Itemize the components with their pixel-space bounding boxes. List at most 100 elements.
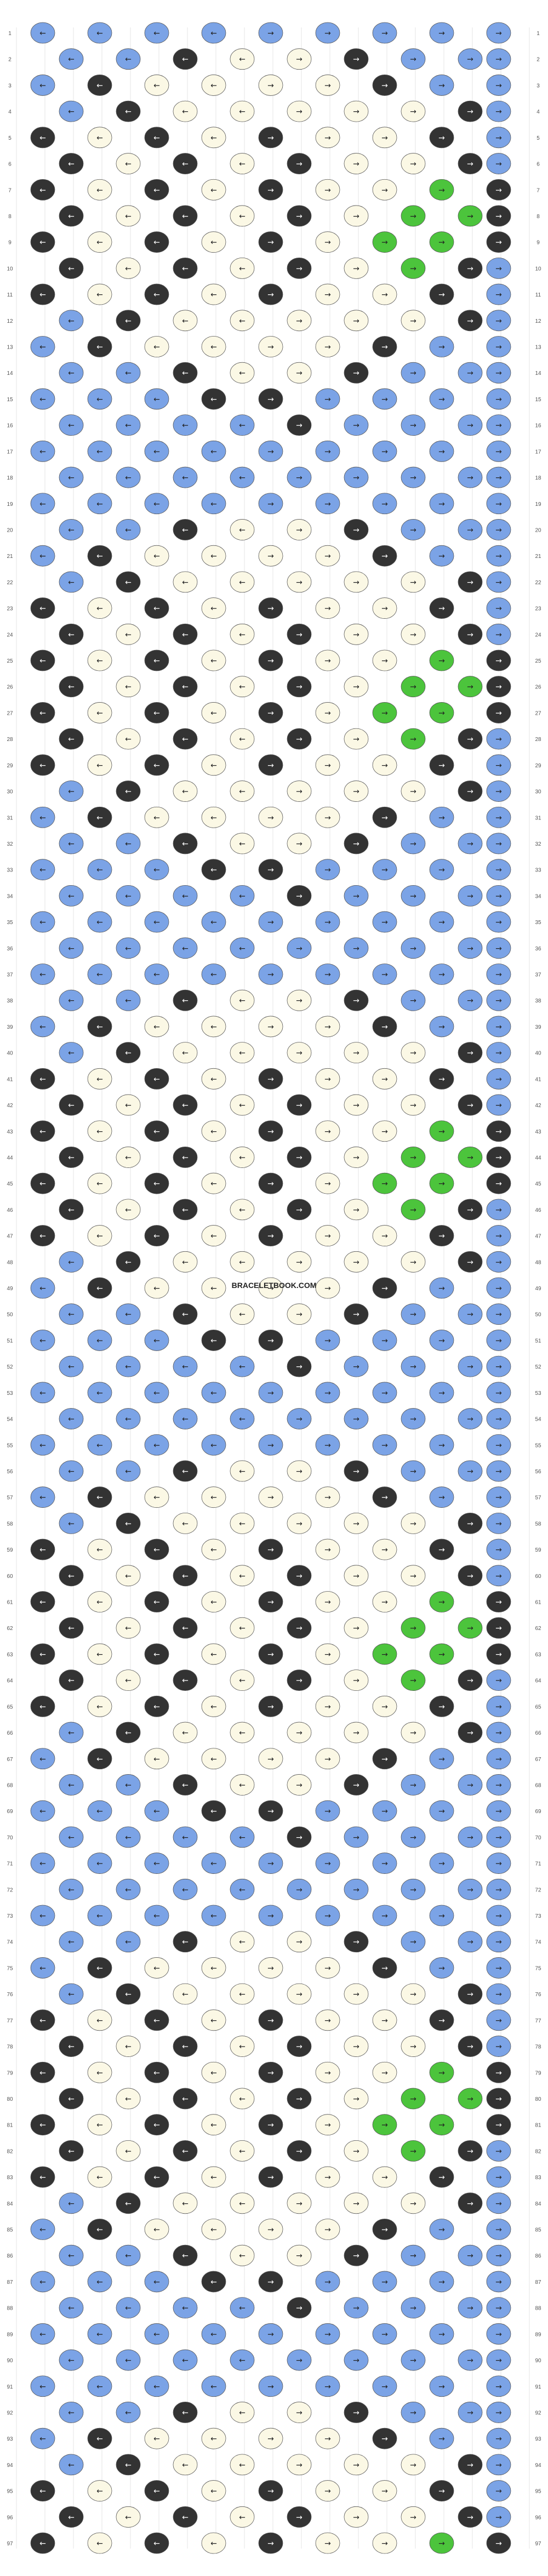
knot	[258, 1748, 283, 1770]
knot-arrow-icon: →	[267, 2226, 274, 2235]
knot	[230, 1147, 255, 1168]
knot-arrow-icon: →	[495, 447, 502, 456]
row-number-right: 79	[535, 2070, 541, 2076]
knot-arrow-icon: ←	[239, 578, 246, 587]
knot-arrow-icon: →	[324, 1494, 331, 1502]
knot-arrow-icon: →	[410, 683, 416, 692]
knot-arrow-icon: →	[495, 683, 502, 692]
knot	[344, 780, 369, 802]
knot-arrow-icon: ←	[239, 1519, 246, 1528]
row-number-right: 86	[535, 2253, 541, 2259]
knot	[201, 2166, 226, 2188]
knot-arrow-icon: ←	[68, 526, 75, 534]
knot-arrow-icon: ←	[182, 2095, 189, 2104]
knot-arrow-icon: →	[467, 1677, 473, 1685]
knot	[486, 1042, 511, 1064]
row-number-left: 88	[7, 2306, 13, 2312]
knot	[258, 1853, 283, 1874]
row-number-left: 13	[7, 345, 13, 351]
knot-arrow-icon: ←	[210, 1912, 217, 1920]
knot	[344, 1826, 369, 1848]
knot	[486, 283, 511, 305]
knot-arrow-icon: ←	[153, 2278, 160, 2287]
knot-arrow-icon: →	[467, 578, 473, 587]
knot-arrow-icon: ←	[153, 1860, 160, 1868]
knot-arrow-icon: →	[410, 1258, 416, 1267]
row-number-right: 8	[536, 214, 540, 220]
knot-arrow-icon: →	[324, 709, 331, 717]
knot-arrow-icon: ←	[68, 630, 75, 639]
knot	[458, 2244, 483, 2266]
row-number-left: 73	[7, 1913, 13, 1919]
knot	[87, 806, 112, 828]
knot-arrow-icon: ←	[182, 2252, 189, 2260]
row-number-right: 21	[535, 554, 541, 560]
knot-arrow-icon: →	[495, 1153, 502, 1162]
knot	[59, 728, 84, 750]
knot-arrow-icon: →	[495, 500, 502, 509]
knot	[201, 2061, 226, 2083]
row-number-left: 83	[7, 2175, 13, 2181]
row-number-right: 63	[535, 1652, 541, 1658]
knot	[372, 2532, 397, 2554]
knot-arrow-icon: →	[438, 134, 445, 143]
knot	[287, 1878, 312, 1900]
knot-arrow-icon: ←	[68, 1677, 75, 1685]
knot-arrow-icon: →	[495, 264, 502, 273]
knot	[486, 1303, 511, 1325]
knot	[258, 1068, 283, 1090]
knot	[258, 283, 283, 305]
knot	[230, 100, 255, 122]
knot	[116, 676, 141, 698]
knot-arrow-icon: →	[353, 1624, 359, 1633]
knot	[344, 833, 369, 854]
knot	[344, 257, 369, 279]
knot	[486, 1538, 511, 1560]
knot-arrow-icon: →	[495, 1206, 502, 1215]
knot	[116, 414, 141, 436]
knot-arrow-icon: →	[267, 1702, 274, 1711]
knot-arrow-icon: ←	[39, 1912, 46, 1920]
knot-arrow-icon: →	[381, 2539, 388, 2548]
knot	[287, 1512, 312, 1534]
knot	[201, 806, 226, 828]
knot-arrow-icon: ←	[182, 1153, 189, 1162]
knot	[344, 2140, 369, 2162]
knot	[201, 1957, 226, 1979]
knot	[429, 1643, 454, 1665]
knot	[173, 833, 198, 854]
knot-arrow-icon: ←	[153, 813, 160, 822]
knot-arrow-icon: →	[381, 2068, 388, 2077]
knot	[230, 1512, 255, 1534]
knot-arrow-icon: →	[495, 290, 502, 299]
knot-arrow-icon: ←	[210, 1127, 217, 1136]
row-number-left: 17	[7, 449, 13, 455]
knot-arrow-icon: →	[438, 761, 445, 770]
knot	[144, 1591, 169, 1612]
knot	[201, 1172, 226, 1194]
row-number-right: 54	[535, 1417, 541, 1423]
knot-arrow-icon: →	[381, 186, 388, 195]
knot-arrow-icon: →	[410, 2199, 416, 2208]
knot-arrow-icon: ←	[153, 134, 160, 143]
knot	[144, 2375, 169, 2397]
knot	[230, 1251, 255, 1273]
knot-arrow-icon: ←	[239, 2356, 246, 2365]
knot-arrow-icon: →	[267, 2278, 274, 2287]
knot	[173, 153, 198, 174]
knot	[173, 519, 198, 540]
knot-arrow-icon: ←	[96, 813, 103, 822]
knot	[429, 1748, 454, 1770]
knot-arrow-icon: →	[495, 971, 502, 979]
row-number-right: 28	[535, 737, 541, 743]
knot	[201, 911, 226, 933]
knot-arrow-icon: →	[353, 2408, 359, 2417]
knot-arrow-icon: →	[324, 971, 331, 979]
knot	[258, 806, 283, 828]
knot-arrow-icon: →	[267, 1494, 274, 1502]
knot	[486, 649, 511, 671]
knot-arrow-icon: →	[381, 2383, 388, 2391]
row-number-right: 70	[535, 1835, 541, 1841]
row-number-right: 67	[535, 1757, 541, 1763]
knot-arrow-icon: ←	[210, 2330, 217, 2339]
